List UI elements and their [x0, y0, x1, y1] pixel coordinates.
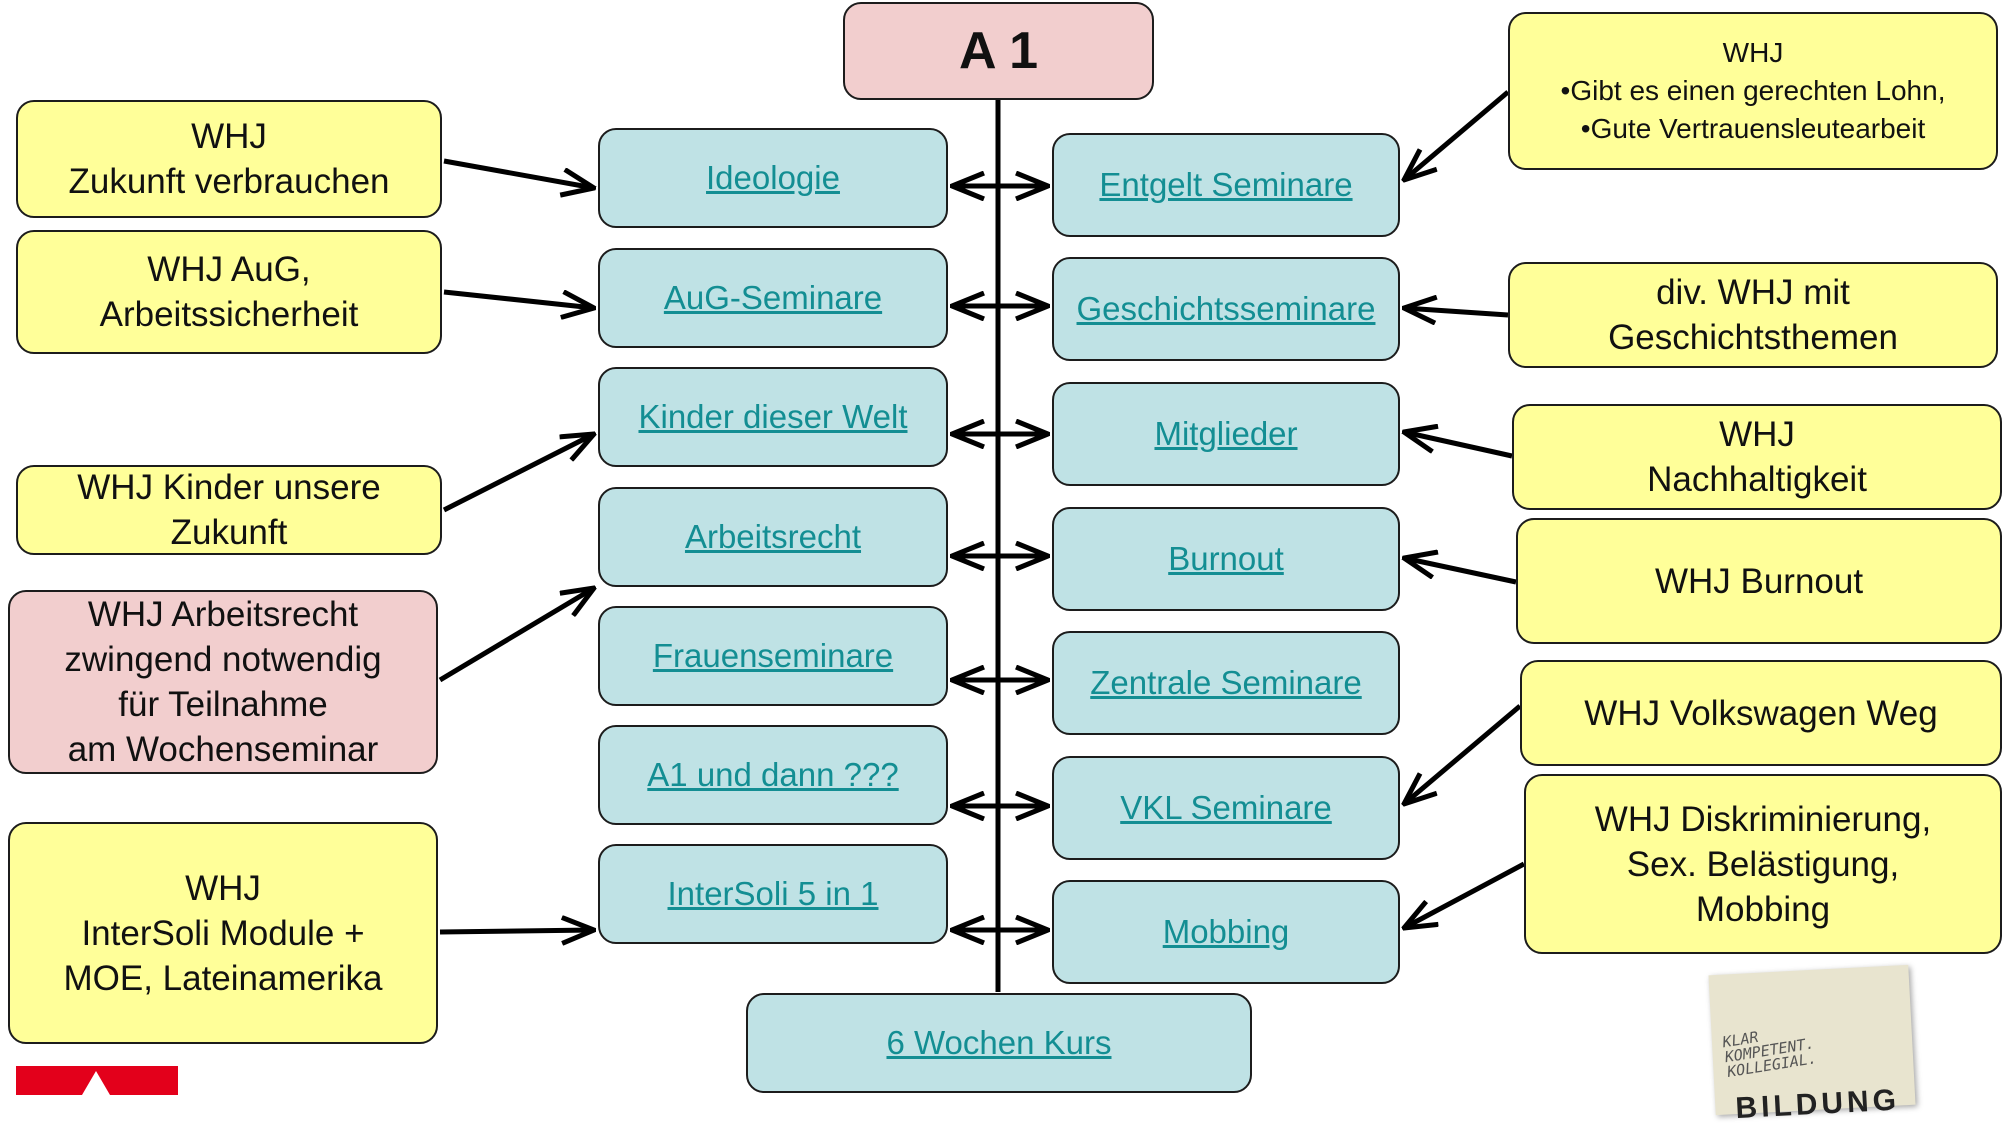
program-a1-und-dann[interactable]: A1 und dann ??? — [598, 725, 948, 825]
title-box: A 1 — [843, 2, 1154, 100]
note-whj-nachhaltigkeit: WHJ Nachhaltigkeit — [1512, 404, 2002, 510]
note-whj-aug: WHJ AuG, Arbeitssicherheit — [16, 230, 442, 354]
link-text[interactable]: AuG-Seminare — [663, 279, 883, 316]
program-burnout[interactable]: Burnout — [1052, 507, 1400, 611]
program-mitglieder[interactable]: Mitglieder — [1052, 382, 1400, 486]
link-text[interactable]: 6 Wochen Kurs — [886, 1024, 1112, 1061]
note-whj-burnout: WHJ Burnout — [1516, 518, 2002, 644]
program-mobbing[interactable]: Mobbing — [1052, 880, 1400, 984]
title-text: A 1 — [959, 22, 1038, 80]
link-text[interactable]: VKL Seminare — [1120, 789, 1332, 826]
link-text[interactable]: Arbeitsrecht — [684, 518, 862, 555]
link-text[interactable]: InterSoli 5 in 1 — [667, 875, 879, 912]
link-text[interactable]: Burnout — [1168, 540, 1284, 577]
arrow-geschichte — [1404, 308, 1509, 315]
link-text[interactable]: Kinder dieser Welt — [638, 398, 908, 435]
note-whj-zukunft: WHJ Zukunft verbrauchen — [16, 100, 442, 218]
link-text[interactable]: Entgelt Seminare — [1099, 166, 1353, 203]
note-whj-geschichte: div. WHJ mit Geschichtsthemen — [1508, 262, 1998, 368]
link-text[interactable]: Geschichtsseminare — [1076, 290, 1376, 327]
sticker-slogan: KLAR KOMPETENT. KOLLEGIAL. — [1721, 1027, 1818, 1082]
note-text: WHJ Kinder unsere Zukunft — [77, 468, 381, 552]
program-intersoli[interactable]: InterSoli 5 in 1 — [598, 844, 948, 944]
link-text[interactable]: Frauenseminare — [652, 637, 894, 674]
arrow-burnout — [1404, 558, 1517, 585]
sticker-word: BILDUNG — [1734, 1083, 1901, 1126]
note-text: WHJ Diskriminierung, Sex. Belästigung, M… — [1594, 799, 1932, 929]
link-text[interactable]: Zentrale Seminare — [1090, 664, 1362, 701]
program-arbeitsrecht[interactable]: Arbeitsrecht — [598, 487, 948, 587]
arrow-vw-weg — [1404, 704, 1522, 804]
link-text[interactable]: Ideologie — [706, 159, 840, 196]
note-text: WHJ •Gibt es einen gerechten Lohn, •Gute… — [1560, 37, 1946, 144]
logo-icon — [16, 1066, 178, 1095]
link-text[interactable]: Mobbing — [1162, 913, 1290, 950]
note-text: WHJ InterSoli Module + MOE, Lateinamerik… — [63, 868, 383, 998]
program-sechs-wochen-kurs[interactable]: 6 Wochen Kurs — [746, 993, 1252, 1093]
logo-triangle-icon — [82, 1071, 110, 1095]
arrow-diskriminierung — [1404, 861, 1526, 928]
note-text: WHJ Zukunft verbrauchen — [68, 117, 390, 201]
arrow-zukunft — [443, 158, 594, 188]
program-zentrale-seminare[interactable]: Zentrale Seminare — [1052, 631, 1400, 735]
note-whj-vw-weg: WHJ Volkswagen Weg — [1520, 660, 2002, 766]
note-whj-diskriminierung: WHJ Diskriminierung, Sex. Belästigung, M… — [1524, 774, 2002, 954]
note-text: WHJ Burnout — [1654, 561, 1864, 601]
program-aug-seminare[interactable]: AuG-Seminare — [598, 248, 948, 348]
link-text[interactable]: Mitglieder — [1154, 415, 1298, 452]
arrow-nachhaltigkeit — [1404, 432, 1513, 459]
note-text: WHJ Nachhaltigkeit — [1647, 415, 1867, 499]
arrow-intersoli — [439, 930, 594, 932]
program-entgelt-seminare[interactable]: Entgelt Seminare — [1052, 133, 1400, 237]
bildung-sticker: KLAR KOMPETENT. KOLLEGIAL. BILDUNG — [1708, 964, 1916, 1125]
connector-lines — [438, 90, 1526, 992]
program-frauenseminare[interactable]: Frauenseminare — [598, 606, 948, 706]
program-ideologie[interactable]: Ideologie — [598, 128, 948, 228]
program-kinder-dieser-welt[interactable]: Kinder dieser Welt — [598, 367, 948, 467]
note-whj-arbeitsrecht: WHJ Arbeitsrecht zwingend notwendig für … — [8, 590, 438, 774]
arrow-lohn — [1404, 90, 1510, 180]
note-text: WHJ AuG, Arbeitssicherheit — [99, 250, 359, 334]
link-text[interactable]: A1 und dann ??? — [647, 756, 899, 793]
note-whj-intersoli: WHJ InterSoli Module + MOE, Lateinamerik… — [8, 822, 438, 1044]
note-text: div. WHJ mit Geschichtsthemen — [1608, 273, 1898, 357]
arrow-arbeitsrecht — [438, 588, 594, 683]
program-geschichtsseminare[interactable]: Geschichtsseminare — [1052, 257, 1400, 361]
program-vkl-seminare[interactable]: VKL Seminare — [1052, 756, 1400, 860]
note-text: WHJ Volkswagen Weg — [1584, 693, 1938, 733]
arrow-aug — [443, 292, 594, 308]
note-text: WHJ Arbeitsrecht zwingend notwendig für … — [64, 595, 382, 769]
arrow-kinder — [442, 434, 594, 513]
note-whj-lohn: WHJ •Gibt es einen gerechten Lohn, •Gute… — [1508, 12, 1998, 170]
note-whj-kinder: WHJ Kinder unsere Zukunft — [16, 465, 442, 555]
